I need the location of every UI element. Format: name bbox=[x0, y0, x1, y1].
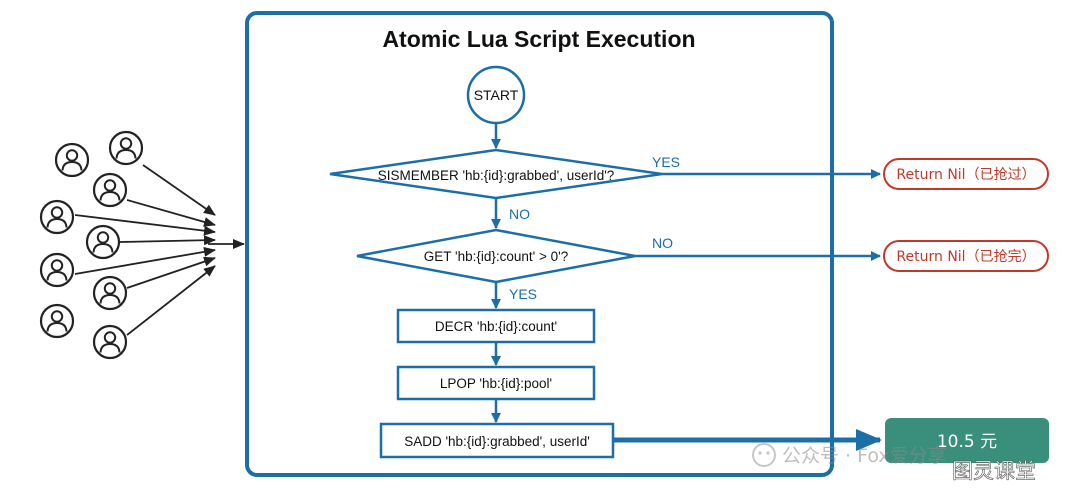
check-count-label: GET 'hb:{id}:count' > 0'? bbox=[424, 249, 568, 264]
sadd-step-label: SADD 'hb:{id}:grabbed', userId' bbox=[404, 434, 590, 449]
check-grabbed-label: SISMEMBER 'hb:{id}:grabbed', userId'? bbox=[378, 168, 615, 183]
result-already-grabbed bbox=[883, 158, 1049, 190]
watermark-line2: 图灵课堂 bbox=[952, 459, 1036, 483]
user-crowd bbox=[39, 130, 144, 360]
result-amount bbox=[885, 418, 1049, 463]
user-icon bbox=[39, 199, 75, 235]
user-icon bbox=[39, 303, 75, 339]
decr-step bbox=[396, 308, 596, 344]
user-icon bbox=[92, 275, 128, 311]
user-icon bbox=[108, 130, 144, 166]
result-amount-label: 10.5 元 bbox=[937, 432, 997, 452]
edge-label-grabbed-no: NO bbox=[509, 206, 530, 222]
result-sold-out-label: Return Nil（已抢完） bbox=[896, 248, 1035, 265]
watermark-line1: 公众号 · Fox爱分享 bbox=[782, 445, 947, 467]
lpop-step bbox=[396, 365, 596, 401]
decr-step-label: DECR 'hb:{id}:count' bbox=[435, 319, 557, 334]
request-arrows bbox=[74, 164, 245, 336]
page-title: Atomic Lua Script Execution bbox=[382, 26, 695, 52]
wechat-icon bbox=[752, 443, 776, 467]
user-icon bbox=[92, 172, 128, 208]
watermark: 公众号 · Fox爱分享 bbox=[752, 443, 947, 467]
edge-label-grabbed-yes: YES bbox=[652, 154, 680, 170]
edge-label-count-no: NO bbox=[652, 235, 673, 251]
user-icon bbox=[39, 252, 75, 288]
edge-label-count-yes: YES bbox=[509, 286, 537, 302]
result-already-grabbed-label: Return Nil（已抢过） bbox=[896, 166, 1035, 183]
start-label: START bbox=[474, 87, 519, 103]
user-icon bbox=[85, 224, 121, 260]
user-icon bbox=[92, 324, 128, 360]
lpop-step-label: LPOP 'hb:{id}:pool' bbox=[440, 376, 552, 391]
result-sold-out bbox=[883, 240, 1049, 272]
user-icon bbox=[54, 142, 90, 178]
